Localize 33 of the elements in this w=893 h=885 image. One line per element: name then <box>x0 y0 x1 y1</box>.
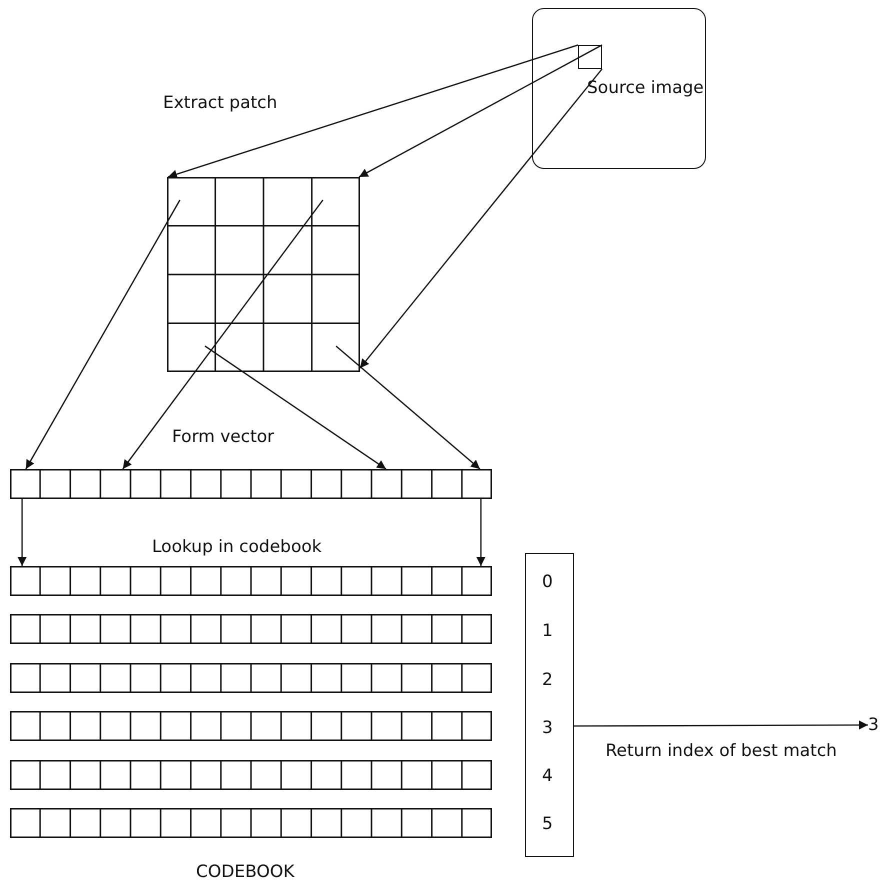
index-number: 0 <box>542 572 553 592</box>
arrow <box>358 44 602 178</box>
codebook-row <box>10 566 492 596</box>
index-column <box>525 553 574 857</box>
arrow <box>18 499 27 566</box>
vector-bar <box>10 469 492 499</box>
codebook-caption: CODEBOOK <box>196 862 294 882</box>
arrow <box>25 200 180 470</box>
arrow <box>336 346 480 470</box>
arrow <box>574 720 868 730</box>
index-number: 4 <box>542 766 553 786</box>
result-index: 3 <box>868 715 882 735</box>
arrow <box>122 200 324 470</box>
arrow <box>360 68 602 368</box>
codebook-row <box>10 808 492 838</box>
node-label: Source image <box>587 78 704 98</box>
arrow <box>168 44 578 179</box>
index-number: 3 <box>542 718 553 738</box>
step-label: Form vector <box>172 427 274 447</box>
step-label: Lookup in codebook <box>152 537 322 557</box>
image-frame <box>532 8 706 169</box>
arrow <box>204 346 386 470</box>
codebook-row <box>10 760 492 790</box>
index-number: 2 <box>542 670 553 690</box>
codebook-row <box>10 663 492 693</box>
codebook-row <box>10 711 492 741</box>
arrow <box>476 499 486 566</box>
index-number: 1 <box>542 621 553 641</box>
step-label: Extract patch <box>163 93 278 113</box>
codebook-row <box>10 614 492 644</box>
index-number: 5 <box>542 814 553 834</box>
patch-grid <box>167 177 360 372</box>
patch-square <box>578 45 602 69</box>
